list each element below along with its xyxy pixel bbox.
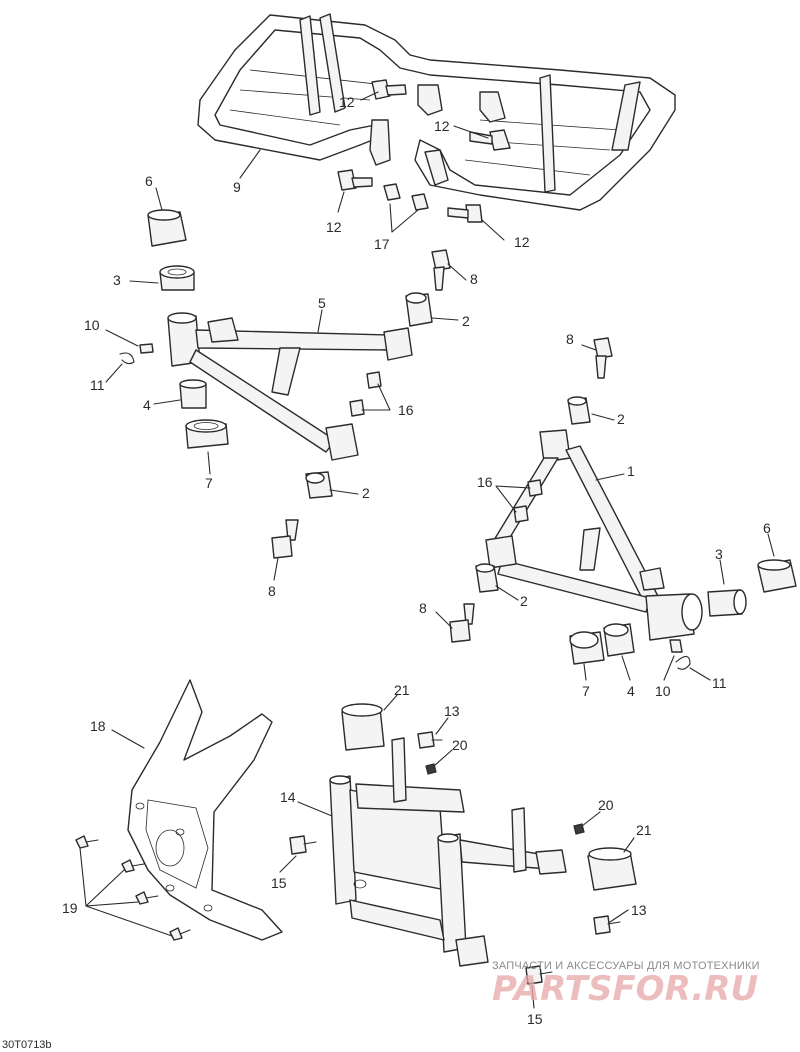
callout-14: 14 [280,789,296,805]
part-11-cap [119,352,135,365]
callout-21: 21 [636,822,652,838]
part-14-support-bracket [329,737,567,967]
part-3-bushing [707,589,747,617]
callout-11: 11 [712,675,727,691]
callout-13: 13 [631,902,647,918]
part-13-bolt [593,915,621,935]
part-12-bolt [447,204,483,223]
part-6-cap [147,209,187,247]
callout-9: 9 [233,179,241,195]
part-10-grease-fitting [139,343,154,354]
part-8-bolt [449,603,475,643]
callout-3: 3 [113,272,121,288]
callout-20: 20 [598,797,614,813]
callout-16: 16 [398,402,414,418]
part-19-screw [135,891,159,905]
part-2-bushing [305,471,333,499]
watermark: ЗАПЧАСТИ И АКСЕССУАРЫ ДЛЯ МОТОТЕХНИКИ PA… [492,960,760,1009]
part-12-bolt [337,169,373,191]
part-8-bolt [271,519,299,559]
callout-10: 10 [84,317,100,333]
part-16-nut [349,399,365,417]
callout-8: 8 [419,600,427,616]
part-8-bolt [593,337,613,379]
part-19-screw [169,927,191,941]
callout-8: 8 [566,331,574,347]
part-4-bushing [179,379,207,409]
callout-8: 8 [470,271,478,287]
part-15-bolt [525,965,553,985]
callout-4: 4 [627,683,635,699]
part-16-nut [527,479,543,497]
watermark-tagline: ЗАПЧАСТИ И АКСЕССУАРЫ ДЛЯ МОТОТЕХНИКИ [492,960,760,972]
part-21-cap [341,703,385,751]
callout-1: 1 [627,463,635,479]
part-6-cap [757,559,797,593]
part-12-bolt [371,79,407,100]
callout-labels: 12 12 9 6 12 17 12 3 5 2 8 10 11 4 16 7 … [62,94,771,1027]
drawing-code: 30T0713b [2,1039,52,1051]
callout-18: 18 [90,718,106,734]
leader-lines [79,91,775,1009]
part-2-bushing [567,396,591,425]
part-17-nut [383,183,401,201]
watermark-logo: PARTSFOR.RU [492,969,758,1009]
part-15-bolt [289,835,317,855]
part-10-grease-fitting [669,639,683,653]
part-19-screw [121,859,145,873]
part-13-bolt [417,731,443,749]
part-5-upper-a-arm [167,312,413,461]
part-3-bushing [159,265,195,291]
callout-6: 6 [763,520,771,536]
part-9-front-rack [197,13,676,211]
part-4-bushing [603,623,635,657]
callout-20: 20 [452,737,468,753]
callout-12: 12 [339,94,355,110]
part-8-bolt [431,249,451,291]
part-18-skid-plate [127,679,283,941]
part-12-bolt [469,129,511,151]
callout-2: 2 [462,313,470,329]
callout-6: 6 [145,173,153,189]
part-20-nut [573,823,585,835]
part-7-seal [569,631,605,665]
part-21-cap [587,847,637,891]
callout-7: 7 [582,683,590,699]
callout-11: 11 [90,377,105,393]
part-1-lower-a-arm [485,429,703,641]
part-11-cap [675,655,691,670]
callout-15: 15 [271,875,287,891]
callout-12: 12 [514,234,530,250]
part-20-nut [425,763,437,775]
callout-10: 10 [655,683,671,699]
callout-5: 5 [318,295,326,311]
callout-12: 12 [326,219,342,235]
callout-13: 13 [444,703,460,719]
callout-12: 12 [434,118,450,134]
callout-19: 19 [62,900,78,916]
callout-15: 15 [527,1011,543,1027]
part-19-screw [75,835,99,849]
callout-7: 7 [205,475,213,491]
callout-2: 2 [617,411,625,427]
callout-8: 8 [268,583,276,599]
callout-2: 2 [520,593,528,609]
part-2-bushing [475,563,499,593]
callout-16: 16 [477,474,493,490]
part-17-nut [411,193,429,211]
callout-3: 3 [715,546,723,562]
callout-17: 17 [374,236,390,252]
part-16-nut [513,505,529,523]
part-7-seal [185,419,229,449]
callout-21: 21 [394,682,410,698]
callout-2: 2 [362,485,370,501]
callout-4: 4 [143,397,151,413]
part-2-bushing [405,292,433,327]
